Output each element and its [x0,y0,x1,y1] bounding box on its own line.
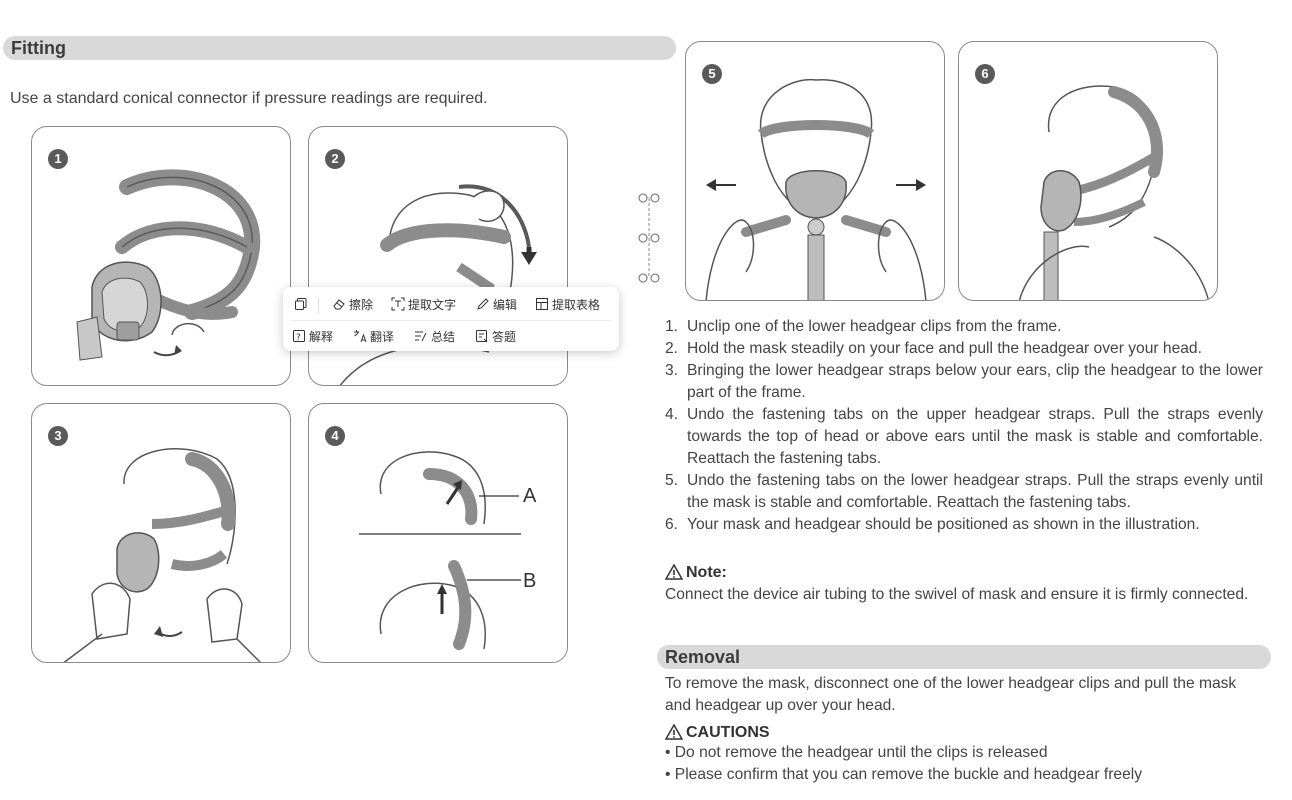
answer-button[interactable]: 答题 [475,323,516,351]
image-context-menu: 擦除 提取文字 编辑 提取表格 ?解释 翻译 总结 答题 [283,287,619,351]
mask-headgear-illustration [76,169,261,361]
removal-heading: Removal [665,647,741,667]
list-item: • Please confirm that you can remove the… [665,766,1143,783]
eraser-icon [333,299,345,310]
removal-text: To remove the mask, disconnect one of th… [665,675,1237,714]
label-a: A [523,485,537,507]
fitting-figure-1: 1 [31,126,291,386]
menu-divider [291,320,611,321]
cautions-heading: CAUTIONS [665,724,770,742]
list-item: 1.Unclip one of the lower headgear clips… [665,318,1062,335]
list-item: 3.Bringing the lower headgear straps bel… [665,362,1263,401]
removal-heading-bar: Removal [657,645,1271,669]
list-item: • Do not remove the headgear until the c… [665,744,1048,761]
fitting-intro: Use a standard conical connector if pres… [10,90,488,107]
summary-icon [415,331,427,342]
fitting-figure-5: 5 [685,41,945,301]
svg-text:?: ? [296,333,301,343]
image-resize-handle[interactable] [636,192,662,284]
step-badge-2: 2 [325,149,345,169]
translate-icon [354,330,367,343]
list-item: 5.Undo the fastening tabs on the lower h… [665,472,1263,511]
extract-text-icon [391,297,405,311]
warning-icon [665,724,683,740]
pencil-icon [477,298,489,310]
extract-table-button[interactable]: 提取表格 [535,291,600,319]
step-badge-3: 3 [48,426,68,446]
step-badge-4: 4 [325,426,345,446]
list-item: 2.Hold the mask steadily on your face an… [665,340,1202,357]
fitting-heading-bar: Fitting [3,36,676,60]
note-text: Connect the device air tubing to the swi… [665,586,1249,603]
edit-button[interactable]: 编辑 [476,291,517,319]
erase-button[interactable]: 擦除 [332,291,373,319]
copy-button[interactable] [294,291,311,319]
copy-icon [295,298,307,310]
list-item: 6.Your mask and headgear should be posit… [665,516,1200,533]
menu-divider [318,298,319,314]
fitting-steps-list: 1.Unclip one of the lower headgear clips… [665,316,1263,536]
summarize-button[interactable]: 总结 [414,323,455,351]
note-heading: Note: [665,564,727,582]
explain-icon: ? [293,330,305,343]
clip-headgear-illustration [63,448,262,662]
answer-icon [476,330,488,343]
fitting-figure-4: 4 A B [308,403,568,663]
extract-text-button[interactable]: 提取文字 [391,291,456,319]
translate-button[interactable]: 翻译 [353,323,394,351]
adjust-tabs-illustration [359,451,521,650]
fitting-figure-3: 3 [31,403,291,663]
fitting-figure-6: 6 [958,41,1218,301]
step-badge-1: 1 [48,149,68,169]
context-menu-row: 擦除 提取文字 编辑 提取表格 [283,291,619,319]
step-badge-5: 5 [702,64,722,84]
table-icon [536,298,548,310]
tighten-straps-illustration [705,78,927,300]
warning-icon [665,564,683,580]
cautions-list: • Do not remove the headgear until the c… [665,742,1142,786]
context-menu-row: ?解释 翻译 总结 答题 [283,323,619,351]
step-badge-6: 6 [975,64,995,84]
list-item: 4.Undo the fastening tabs on the upper h… [665,406,1263,467]
fitting-heading: Fitting [11,38,66,58]
fitted-mask-illustration [1018,85,1210,300]
explain-button[interactable]: ?解释 [292,323,333,351]
label-b: B [523,570,537,592]
